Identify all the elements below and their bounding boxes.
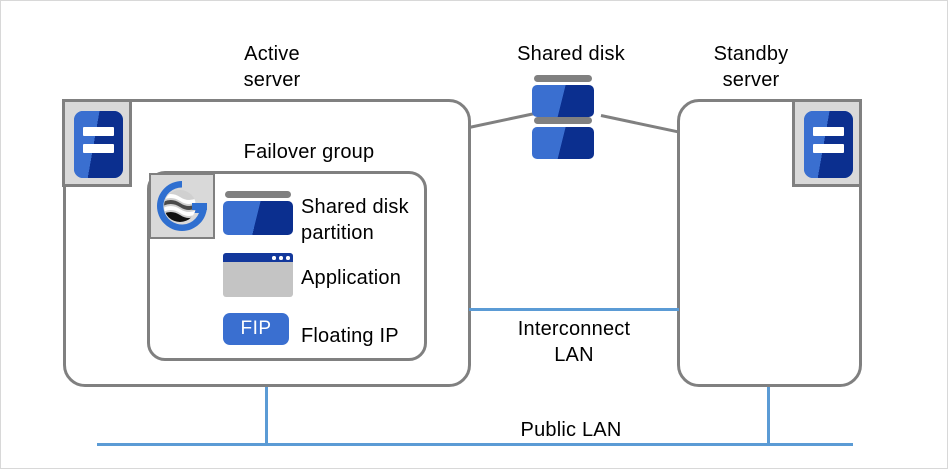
public-lan-drop-standby — [767, 387, 770, 445]
shared-disk-shade-lower — [532, 127, 594, 159]
disk-icon-body — [223, 201, 293, 235]
resource-icon-floating-ip: FIP — [223, 313, 289, 345]
active-server-icon-frame — [62, 99, 132, 187]
active-server-box — [63, 99, 471, 387]
shared-disk-shade-upper — [532, 85, 594, 117]
public-lan-drop-active — [265, 387, 268, 445]
server-icon-bar-bottom — [813, 144, 844, 153]
interconnect-lan-label: Interconnect LAN — [517, 318, 631, 366]
active-server-title: Active server — [243, 43, 301, 91]
shared-disk-icon-lower — [532, 117, 594, 163]
public-lan-line — [97, 443, 853, 446]
disk-icon-shade — [223, 201, 293, 235]
server-icon-bar-bottom — [83, 144, 114, 153]
server-icon-bar-top — [83, 127, 114, 136]
shared-disk-title: Shared disk — [517, 43, 625, 65]
resource-label-application: Application — [301, 267, 402, 289]
shared-disk-link-standby — [600, 114, 678, 134]
shared-disk-cap-upper — [534, 75, 592, 82]
resource-label-shared-disk-partition: Shared disk partition — [301, 196, 409, 244]
cluster-g-logo-icon — [157, 181, 207, 231]
public-lan-label: Public LAN — [520, 419, 622, 441]
application-window-dot-1 — [272, 256, 276, 260]
resource-label-floating-ip: Floating IP — [301, 325, 399, 347]
interconnect-lan-line — [469, 308, 679, 311]
disk-icon-cap — [225, 191, 291, 198]
standby-server-title: Standby server — [713, 43, 789, 91]
shared-disk-body-upper — [532, 85, 594, 117]
application-window-titlebar — [223, 253, 293, 262]
application-window-dot-2 — [279, 256, 283, 260]
shared-disk-body-lower — [532, 127, 594, 159]
failover-group-box — [147, 171, 427, 361]
shared-disk-cap-lower — [534, 117, 592, 124]
failover-group-title: Failover group — [243, 141, 375, 163]
resource-icon-shared-disk-partition — [223, 191, 293, 239]
server-icon-bar-top — [813, 127, 844, 136]
shared-disk-icon-upper — [532, 75, 594, 121]
server-icon — [804, 111, 853, 178]
standby-server-icon-frame — [792, 99, 862, 187]
cluster-logo-frame — [149, 173, 215, 239]
application-window-dot-3 — [286, 256, 290, 260]
resource-icon-application — [223, 253, 293, 297]
server-icon — [74, 111, 123, 178]
shared-disk-link-active — [468, 111, 536, 129]
standby-server-box — [677, 99, 862, 387]
